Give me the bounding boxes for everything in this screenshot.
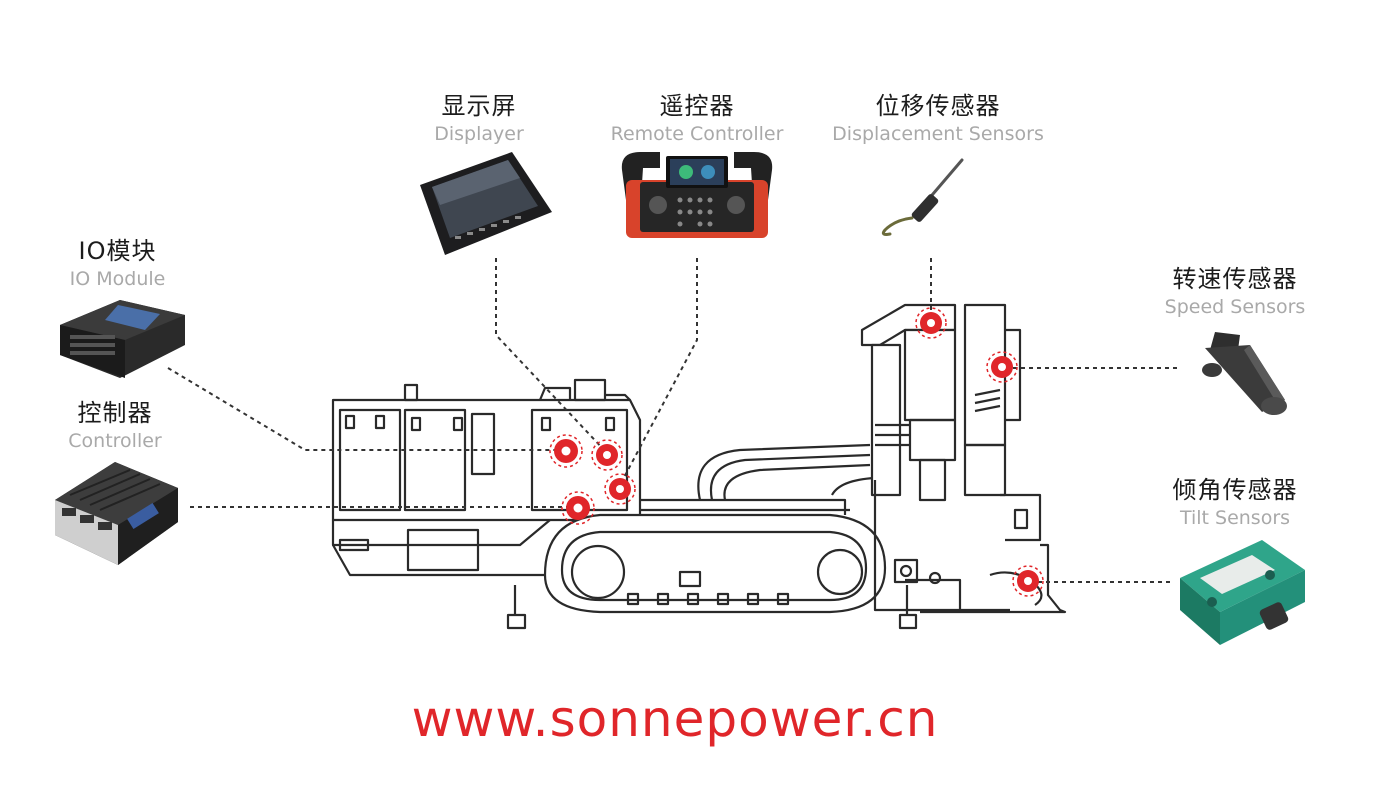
- displacement-sensor-icon: [881, 158, 964, 236]
- display-panel-icon: [420, 152, 552, 255]
- label-zh: 倾角传感器: [1172, 476, 1298, 504]
- label-zh: 转速传感器: [1172, 265, 1298, 293]
- sensor-markers: [549, 307, 1044, 597]
- marker: [986, 351, 1018, 383]
- marker: [604, 473, 636, 505]
- controller-box-icon: [55, 462, 178, 565]
- label-en: Speed Sensors: [1164, 296, 1306, 318]
- label-en: Remote Controller: [610, 123, 784, 145]
- label-en: Tilt Sensors: [1179, 507, 1291, 529]
- label-speed-sensors: 转速传感器 Speed Sensors: [1150, 264, 1320, 320]
- label-controller: 控制器 Controller: [55, 398, 175, 454]
- tilt-sensor-icon: [1180, 540, 1305, 645]
- marker: [561, 491, 595, 525]
- marker: [549, 434, 583, 468]
- speed-sensor-icon: [1202, 332, 1287, 415]
- marker: [591, 439, 623, 471]
- leader-lines: [167, 258, 1180, 583]
- marker: [1012, 565, 1044, 597]
- label-zh: 位移传感器: [875, 92, 1001, 120]
- label-zh: 遥控器: [659, 92, 735, 120]
- label-en: Displayer: [434, 123, 524, 145]
- leader-displayer: [495, 258, 607, 453]
- leader-io: [167, 367, 560, 451]
- website-url: www.sonnepower.cn: [411, 690, 939, 748]
- drilling-rig-drawing: [331, 303, 1067, 630]
- label-en: IO Module: [69, 268, 166, 290]
- label-en: Controller: [68, 430, 162, 452]
- remote-controller-icon: [621, 152, 773, 238]
- leader-remote: [619, 258, 698, 486]
- io-module-icon: [60, 300, 185, 378]
- label-displayer: 显示屏 Displayer: [419, 91, 539, 147]
- marker: [915, 307, 947, 339]
- label-displacement-sensors: 位移传感器 Displacement Sensors: [813, 91, 1063, 147]
- label-tilt-sensors: 倾角传感器 Tilt Sensors: [1160, 475, 1310, 531]
- label-zh: IO模块: [78, 237, 157, 265]
- label-zh: 显示屏: [441, 92, 517, 120]
- label-en: Displacement Sensors: [832, 123, 1044, 145]
- label-remote-controller: 遥控器 Remote Controller: [597, 91, 797, 147]
- label-zh: 控制器: [77, 399, 153, 427]
- label-io-module: IO模块 IO Module: [55, 236, 180, 292]
